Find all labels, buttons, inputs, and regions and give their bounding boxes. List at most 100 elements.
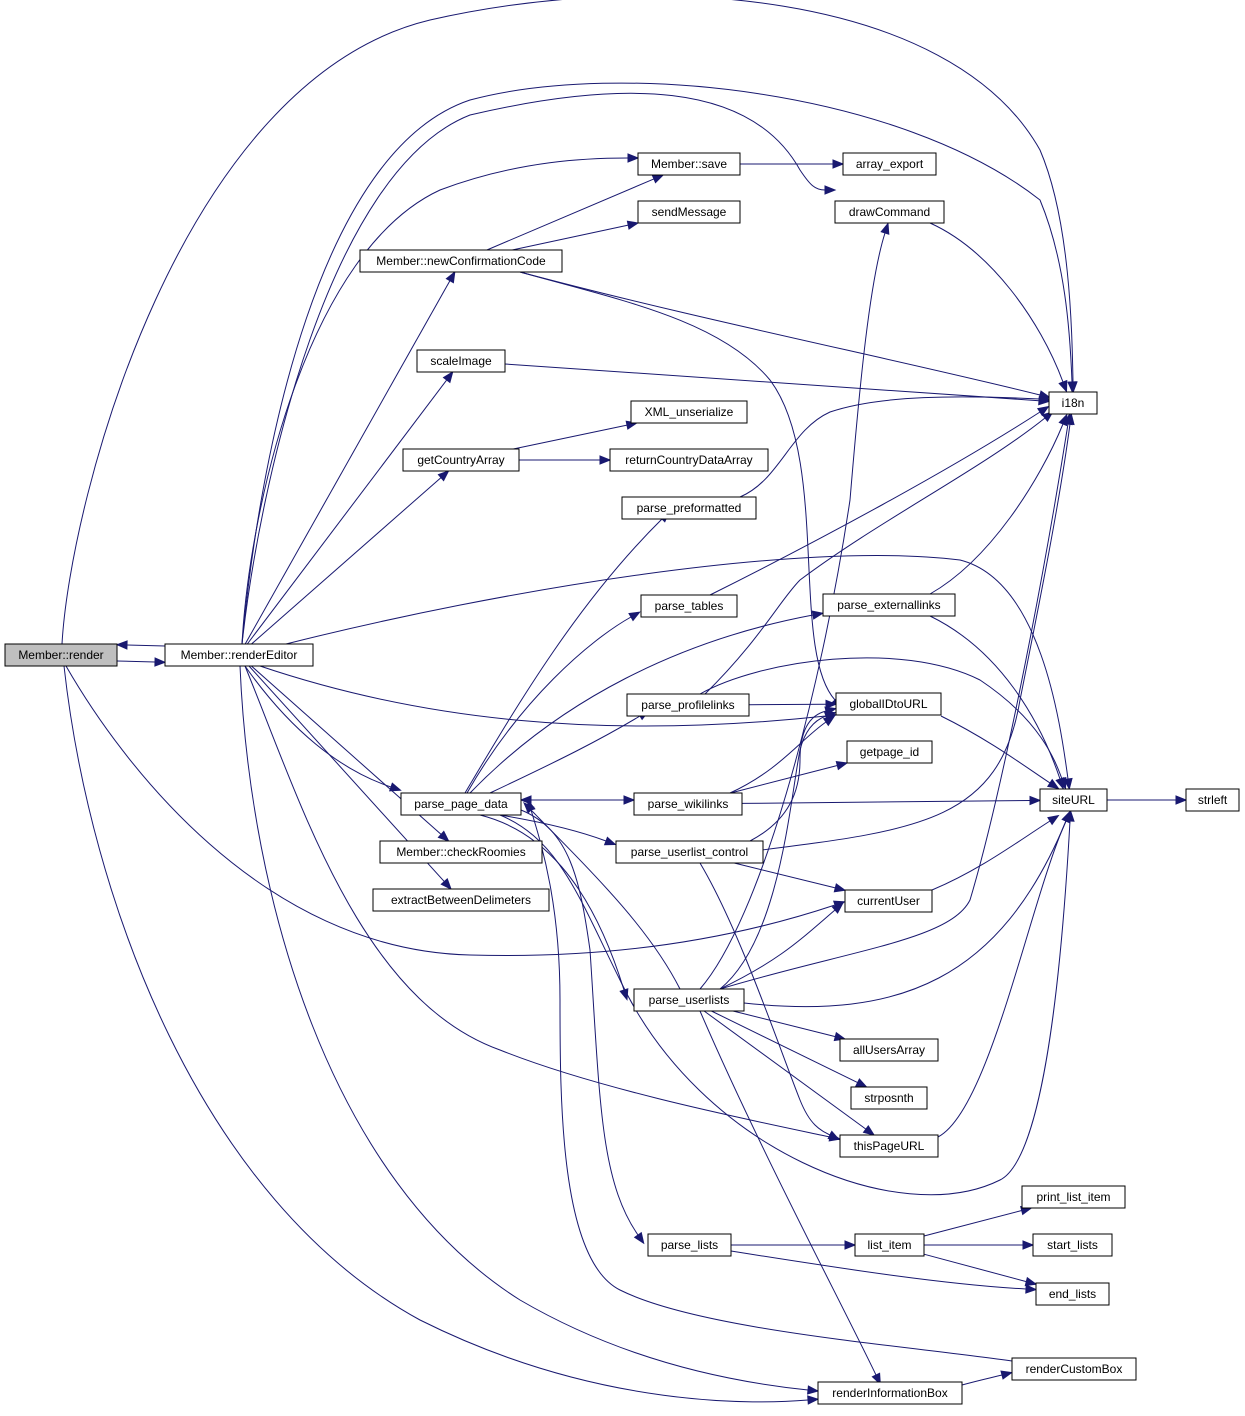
edge-line <box>703 1010 867 1130</box>
node-save[interactable]: Member::save <box>637 152 741 176</box>
node-box <box>839 1038 939 1062</box>
node-returnCountry[interactable]: returnCountryDataArray <box>609 448 769 472</box>
arrowhead-icon <box>811 610 825 620</box>
node-parseUlc[interactable]: parse_userlist_control <box>615 840 764 864</box>
edge-line <box>259 665 827 727</box>
node-label: sendMessage <box>652 205 727 219</box>
node-parseUserlists[interactable]: parse_userlists <box>633 988 745 1012</box>
edge-line <box>65 665 836 956</box>
node-parseExt[interactable]: parse_externallinks <box>822 593 956 617</box>
node-renderCustom[interactable]: renderCustomBox <box>1011 1357 1137 1381</box>
node-extract[interactable]: extractBetweenDelimeters <box>372 888 550 912</box>
node-strleft[interactable]: strleft <box>1185 788 1240 812</box>
node-label: getCountryArray <box>417 453 504 467</box>
node-currentUser[interactable]: currentUser <box>844 889 933 913</box>
arrowhead-icon <box>825 699 838 710</box>
arrowhead-icon <box>1058 379 1068 393</box>
node-newConf[interactable]: Member::newConfirmationCode <box>359 249 563 273</box>
node-getpageId[interactable]: getpage_id <box>846 740 933 764</box>
edge-line <box>699 232 886 990</box>
arrowhead-icon <box>599 455 612 465</box>
edge-getCountry-to-xmlUnser <box>513 420 639 450</box>
node-scaleImage[interactable]: scaleImage <box>416 349 506 373</box>
arrowhead-icon <box>603 836 617 846</box>
node-sendMessage[interactable]: sendMessage <box>637 200 741 224</box>
edge-line <box>285 555 1069 780</box>
node-box <box>1035 1282 1110 1306</box>
edge-line <box>709 411 1041 596</box>
node-globalID[interactable]: globalIDtoURL <box>835 692 942 716</box>
node-startLists[interactable]: start_lists <box>1032 1233 1113 1257</box>
edge-line <box>513 424 628 450</box>
edge-line <box>729 721 827 794</box>
edge-currentUser-to-siteURL <box>931 814 1060 891</box>
edge-parseUserlists-to-renderInfo <box>699 1010 881 1386</box>
node-label: XML_unserialize <box>645 405 734 419</box>
node-drawCommand[interactable]: drawCommand <box>834 200 945 224</box>
node-renderInfo[interactable]: renderInformationBox <box>817 1381 963 1405</box>
node-parseProf[interactable]: parse_profilelinks <box>626 693 750 717</box>
edge-renderEditor-to-globalID <box>259 665 838 727</box>
edge-newConf-to-globalID <box>519 271 843 709</box>
node-parsePre[interactable]: parse_preformatted <box>621 496 757 520</box>
node-box <box>822 593 956 617</box>
node-parseLists[interactable]: parse_lists <box>647 1233 732 1257</box>
arrowhead-icon <box>442 370 454 384</box>
node-strposnth[interactable]: strposnth <box>850 1086 928 1110</box>
node-label: renderInformationBox <box>832 1386 947 1400</box>
node-box <box>633 792 743 816</box>
node-checkRoomies[interactable]: Member::checkRoomies <box>379 840 543 864</box>
edge-line <box>499 814 607 842</box>
node-box <box>637 152 741 176</box>
node-box <box>1021 1185 1126 1209</box>
edge-parseUserlists-to-allUsers <box>732 1010 847 1042</box>
node-renderEditor[interactable]: Member::renderEditor <box>164 643 314 667</box>
node-label: strposnth <box>864 1091 913 1105</box>
edge-save-to-arrayExport <box>740 159 845 169</box>
node-endLists[interactable]: end_lists <box>1035 1282 1110 1306</box>
edge-parsePage-to-parsePre <box>464 511 671 794</box>
node-label: parse_lists <box>661 1238 718 1252</box>
edge-line <box>711 1010 858 1084</box>
node-box <box>1032 1233 1113 1257</box>
edge-parseProf-to-globalID <box>748 699 838 710</box>
edge-line <box>730 765 838 794</box>
edge-line <box>699 862 831 1136</box>
node-i18n[interactable]: i18n <box>1048 391 1098 415</box>
edge-parseUserlists-to-currentUser <box>719 902 844 990</box>
edge-line <box>489 715 641 794</box>
arrowhead-icon <box>823 711 837 721</box>
node-listItem[interactable]: list_item <box>854 1233 925 1257</box>
edge-line <box>61 0 1074 645</box>
edge-line <box>704 417 1046 695</box>
edge-line <box>466 616 632 794</box>
node-parseWiki[interactable]: parse_wikilinks <box>633 792 743 816</box>
node-render[interactable]: Member::render <box>4 643 118 667</box>
arrowhead-icon <box>627 153 640 163</box>
edge-line <box>244 280 451 645</box>
node-label: allUsersArray <box>853 1043 925 1057</box>
node-box <box>640 594 738 618</box>
node-box <box>4 643 118 667</box>
edge-line <box>743 820 1067 1008</box>
edge-parseExt-to-siteURL <box>929 615 1065 790</box>
node-parsePage[interactable]: parse_page_data <box>400 792 522 816</box>
node-xmlUnser[interactable]: XML_unserialize <box>630 400 748 424</box>
node-arrayExport[interactable]: array_export <box>842 152 937 176</box>
node-parseTables[interactable]: parse_tables <box>640 594 738 618</box>
edge-line <box>699 1010 877 1376</box>
node-getCountry[interactable]: getCountryArray <box>402 448 520 472</box>
node-printListItem[interactable]: print_list_item <box>1021 1185 1126 1209</box>
edge-line <box>512 224 629 251</box>
node-box <box>846 740 933 764</box>
arrowhead-icon <box>880 222 890 235</box>
arrowhead-icon <box>626 220 640 230</box>
node-thisPage[interactable]: thisPageURL <box>839 1134 939 1158</box>
node-allUsers[interactable]: allUsersArray <box>839 1038 939 1062</box>
node-siteURL[interactable]: siteURL <box>1039 788 1108 812</box>
edge-parseWiki-to-parsePage <box>519 795 634 805</box>
arrowhead-icon <box>154 657 167 667</box>
node-box <box>630 400 748 424</box>
arrowhead-icon <box>844 1240 857 1250</box>
node-label: parse_page_data <box>414 797 508 811</box>
